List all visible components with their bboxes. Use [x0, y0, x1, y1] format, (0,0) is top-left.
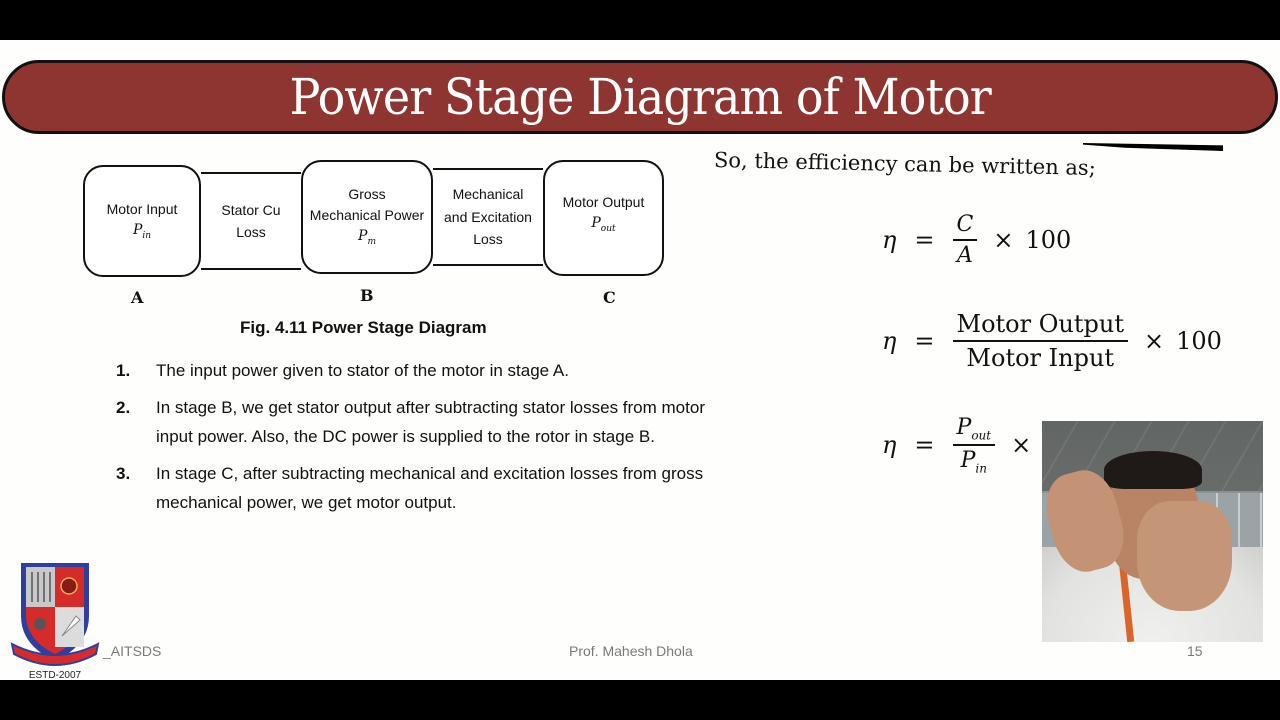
stage-b-label-line2: Mechanical Power: [309, 207, 425, 224]
efficiency-intro: So, the efficiency can be written as;: [713, 148, 1097, 180]
list-item-number: 2.: [116, 398, 131, 417]
mech-loss-line1: Mechanical: [452, 186, 524, 203]
equals-sign: =: [914, 327, 935, 355]
svg-text:ESTD-2007: ESTD-2007: [29, 670, 82, 680]
fraction-c-over-a: C A: [952, 212, 978, 268]
fraction-output-over-input: Motor Output Motor Input: [952, 310, 1128, 372]
stage-a-label: Motor Input: [106, 200, 178, 217]
presentation-slide: Power Stage Diagram of Motor Motor Input…: [0, 40, 1280, 680]
stage-a-symbol: Pin: [132, 221, 152, 241]
figure-caption: Fig. 4.11 Power Stage Diagram: [240, 318, 487, 337]
presenter-right-hand: [1137, 501, 1232, 611]
footer-presenter-name: Prof. Mahesh Dhola: [569, 643, 693, 659]
stage-c-label: Motor Output: [562, 194, 645, 210]
scan-artifact: [1083, 143, 1223, 151]
presenter-webcam-overlay: [1042, 421, 1263, 642]
eta-symbol: η: [882, 226, 897, 254]
stator-loss-box: Stator Cu Loss: [201, 172, 301, 270]
stage-b-label-line1: Gross: [348, 186, 386, 203]
hundred: 100: [1176, 327, 1222, 355]
stage-a-box: Motor Input Pin: [83, 165, 201, 277]
efficiency-equation-1: η = C A × 100: [882, 212, 1071, 268]
explanation-list: 1. The input power given to stator of th…: [116, 356, 716, 525]
stage-b-letter: B: [360, 286, 374, 305]
mech-loss-line3: Loss: [473, 231, 503, 248]
equals-sign: =: [914, 431, 935, 460]
hundred: 100: [1025, 226, 1072, 254]
denominator: Motor Input: [966, 344, 1115, 372]
eta-symbol: η: [882, 327, 897, 355]
stator-loss-line2: Loss: [236, 224, 266, 240]
stage-a-letter: A: [131, 288, 144, 307]
denominator: A: [956, 243, 973, 268]
efficiency-equation-2: η = Motor Output Motor Input × 100: [882, 310, 1222, 372]
efficiency-equation-3: η = Pout Pin ×: [882, 415, 1043, 476]
stator-loss-line1: Stator Cu: [221, 201, 281, 218]
list-item-number: 3.: [116, 464, 131, 483]
slide-title: Power Stage Diagram of Motor: [289, 68, 991, 126]
stage-b-symbol: Pm: [358, 228, 376, 248]
mech-excitation-loss-box: Mechanical and Excitation Loss: [433, 168, 543, 266]
list-item: 3. In stage C, after subtracting mechani…: [116, 459, 716, 517]
list-item-text: The input power given to stator of the m…: [156, 361, 569, 380]
list-item-text: In stage B, we get stator output after s…: [156, 398, 705, 446]
numerator: C: [952, 212, 978, 241]
numerator: Motor Output: [952, 310, 1128, 342]
stage-b-box: Gross Mechanical Power Pm: [301, 160, 433, 274]
stage-c-symbol: Pout: [591, 215, 616, 234]
title-banner: Power Stage Diagram of Motor: [2, 60, 1278, 134]
multiply-sign: ×: [1011, 431, 1032, 460]
fraction-pout-over-pin: Pout Pin: [952, 415, 996, 476]
mech-loss-line2: and Excitation: [444, 208, 532, 225]
stage-c-letter: C: [603, 288, 616, 307]
presenter-hair: [1104, 451, 1202, 489]
list-item-number: 1.: [116, 361, 131, 380]
multiply-sign: ×: [993, 226, 1014, 254]
list-item-text: In stage C, after subtracting mechanical…: [156, 464, 704, 512]
power-stage-diagram: Motor Input Pin Stator Cu Loss Gross Mec…: [82, 158, 667, 308]
footer-institution: _AITSDS: [103, 643, 162, 659]
list-item: 1. The input power given to stator of th…: [116, 356, 716, 385]
stage-c-box: Motor Output Pout: [543, 160, 664, 276]
university-logo-icon: ESTD-2007: [10, 561, 100, 680]
slide-page-number: 15: [1187, 643, 1203, 659]
numerator: Pout: [952, 415, 996, 447]
list-item: 2. In stage B, we get stator output afte…: [116, 393, 716, 451]
denominator: Pin: [960, 448, 987, 476]
equals-sign: =: [914, 226, 935, 254]
eta-symbol: η: [882, 431, 897, 460]
multiply-sign: ×: [1143, 327, 1165, 355]
